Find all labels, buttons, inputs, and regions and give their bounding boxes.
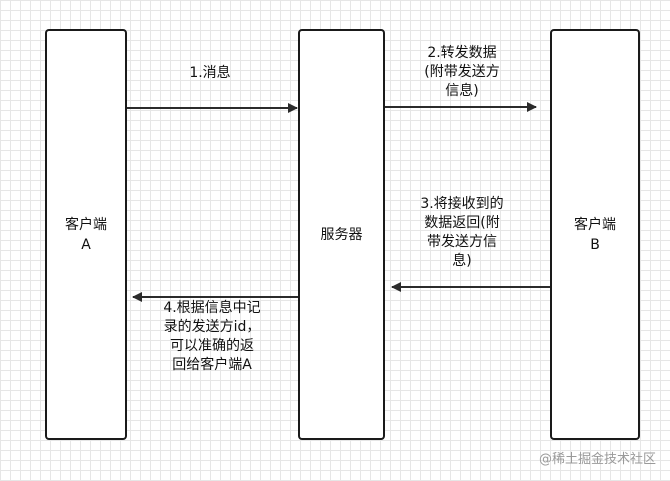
step4-label-line-3: 可以准确的返 [170, 338, 254, 354]
step3-label: 3.将接收到的 数据返回(附 带发送方信 息) [412, 195, 512, 271]
client-a-label-line-1: 客户端 [65, 216, 107, 233]
client-b-label-line-1: 客户端 [574, 216, 616, 233]
step2-label-line-1: 2.转发数据 [427, 45, 497, 61]
server-box: 服务器 [298, 29, 385, 440]
step1-label-line-1: 1.消息 [189, 65, 231, 81]
step4-label-line-1: 4.根据信息中记 [163, 300, 261, 316]
watermark: @稀土掘金技术社区 [538, 452, 656, 467]
client-a-box: 客户端 A [45, 29, 127, 440]
step4-label-line-2: 录的发送方id， [163, 319, 261, 335]
server-label: 服务器 [320, 226, 363, 243]
client-a-label-line-2: A [81, 236, 91, 253]
step4-label: 4.根据信息中记 录的发送方id， 可以准确的返 回给客户端A [150, 299, 274, 375]
step3-label-line-3: 带发送方信 [427, 234, 497, 250]
step3-label-line-1: 3.将接收到的 [420, 196, 504, 212]
step3-label-line-4: 息) [452, 253, 472, 269]
client-b-box: 客户端 B [550, 29, 640, 440]
step2-label-line-2: (附带发送方 [424, 64, 500, 80]
step2-label-line-3: 信息) [445, 83, 479, 99]
client-b-label-line-2: B [590, 236, 600, 253]
step3-label-line-2: 数据返回(附 [424, 215, 500, 231]
step4-label-line-4: 回给客户端A [172, 357, 252, 373]
step1-label: 1.消息 [180, 64, 240, 83]
step2-label: 2.转发数据 (附带发送方 信息) [412, 44, 512, 101]
